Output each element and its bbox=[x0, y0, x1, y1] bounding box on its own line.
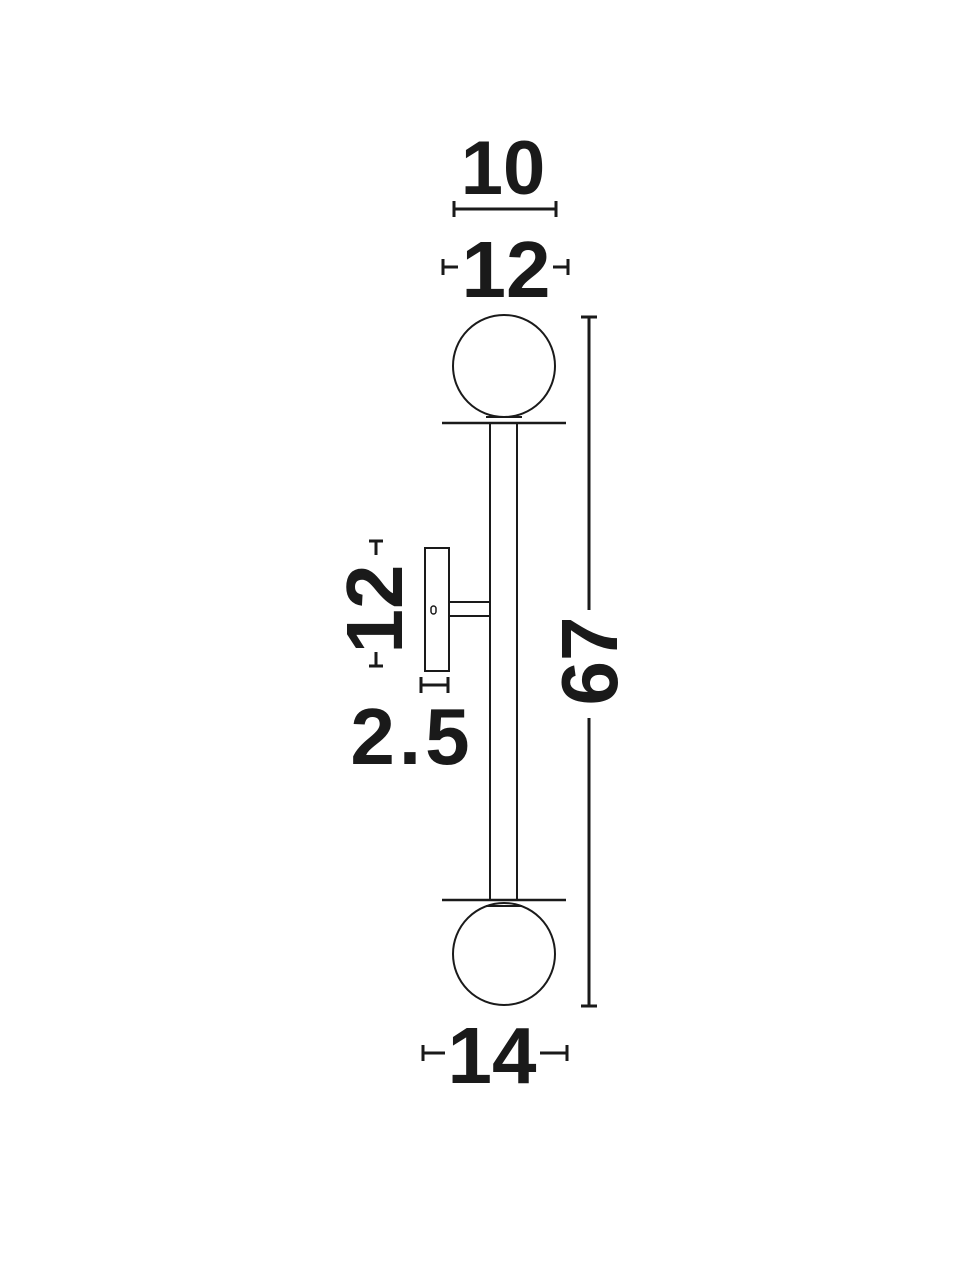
canopy-bottom-label: 14 bbox=[448, 1011, 537, 1100]
dimension-shade-diameter: 10 bbox=[452, 126, 558, 217]
total-height-label: 67 bbox=[545, 617, 634, 706]
dimension-wall-plate-depth: 2.5 bbox=[350, 677, 473, 781]
wall-mount-plate bbox=[424, 547, 491, 672]
shade-diameter-label: 10 bbox=[461, 126, 546, 211]
wall-plate-depth-label: 2.5 bbox=[350, 692, 473, 781]
lamp-rod bbox=[489, 423, 518, 900]
bottom-globe-shade bbox=[442, 898, 566, 1006]
dimension-canopy-bottom: 14 bbox=[421, 1011, 569, 1100]
canopy-top-label: 12 bbox=[462, 225, 551, 314]
dimension-wall-plate-height: 12 bbox=[330, 539, 419, 668]
dimension-canopy-top: 12 bbox=[441, 225, 570, 314]
top-globe-shade bbox=[442, 314, 566, 425]
dimension-total-height: 67 bbox=[545, 315, 634, 1008]
wall-plate-height-label: 12 bbox=[330, 565, 419, 654]
